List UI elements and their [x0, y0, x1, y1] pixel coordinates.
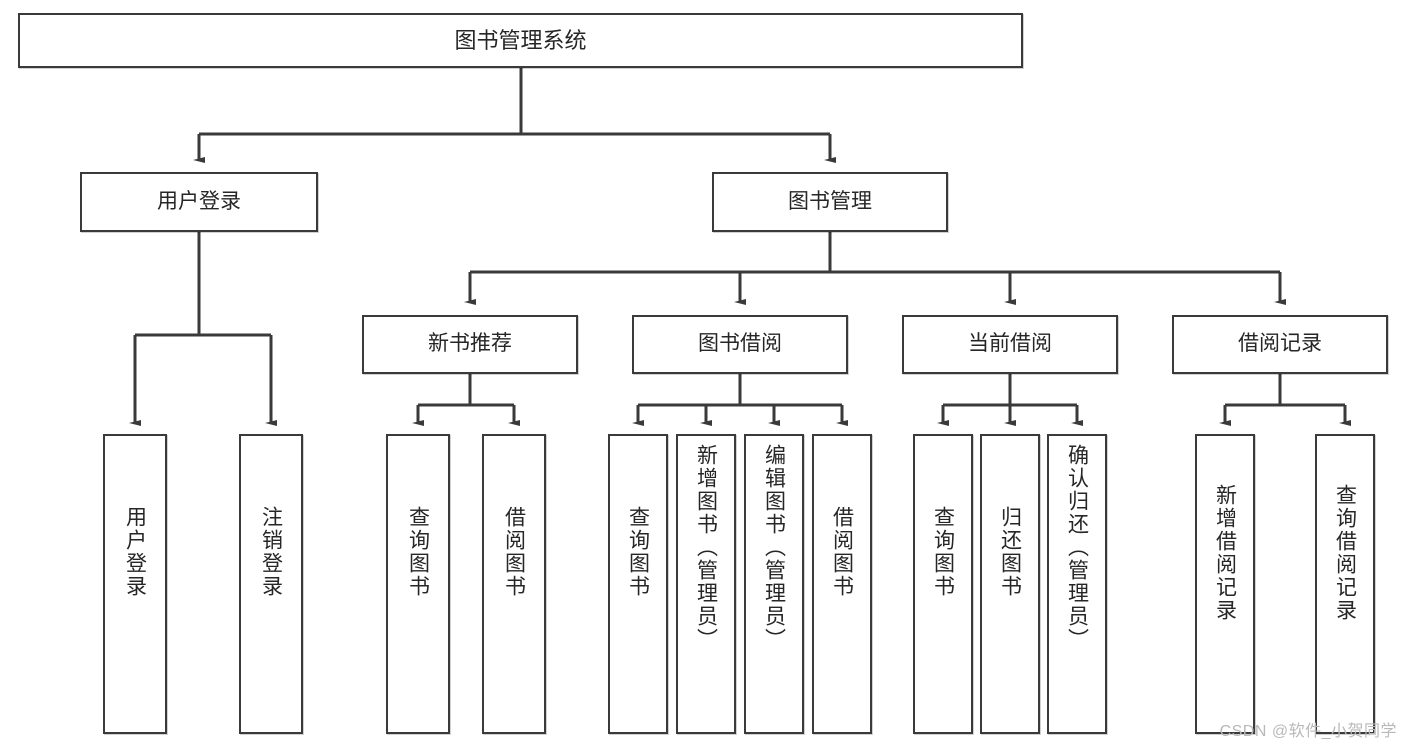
node-leaf-query-book-2[interactable]: 查询图书 [608, 434, 668, 734]
node-label: 借阅图书 [830, 506, 854, 598]
node-label: 用户登录 [123, 506, 147, 598]
node-leaf-add-record[interactable]: 新增借阅记录 [1195, 434, 1255, 734]
node-label: 查询借阅记录 [1333, 484, 1357, 622]
node-label: 新书推荐 [428, 332, 512, 356]
node-leaf-query-record[interactable]: 查询借阅记录 [1315, 434, 1375, 734]
node-current-borrow[interactable]: 当前借阅 [902, 315, 1118, 374]
node-label: 用户登录 [157, 189, 241, 213]
node-leaf-query-book-3[interactable]: 查询图书 [913, 434, 973, 734]
node-book-management-system[interactable]: 图书管理系统 [18, 13, 1023, 68]
node-leaf-logout-login[interactable]: 注销登录 [239, 434, 303, 734]
node-label: 查询图书 [931, 506, 955, 598]
node-leaf-return-book[interactable]: 归还图书 [980, 434, 1040, 734]
node-label: 借阅图书 [502, 506, 526, 598]
node-leaf-user-login[interactable]: 用户登录 [103, 434, 167, 734]
node-label: 新增图书（管理员） [694, 444, 718, 651]
node-leaf-borrow-book-2[interactable]: 借阅图书 [812, 434, 872, 734]
node-label: 查询图书 [626, 506, 650, 598]
node-label: 编辑图书（管理员） [762, 444, 786, 651]
node-leaf-borrow-book-1[interactable]: 借阅图书 [482, 434, 546, 734]
node-label: 归还图书 [998, 506, 1022, 598]
node-leaf-add-book[interactable]: 新增图书（管理员） [676, 434, 736, 734]
node-leaf-edit-book[interactable]: 编辑图书（管理员） [744, 434, 804, 734]
node-leaf-confirm-return[interactable]: 确认归还（管理员） [1047, 434, 1107, 734]
node-book-borrow[interactable]: 图书借阅 [632, 315, 848, 374]
node-label: 图书管理 [788, 189, 872, 213]
node-label: 当前借阅 [968, 332, 1052, 356]
node-label: 图书借阅 [698, 332, 782, 356]
node-new-book-recommend[interactable]: 新书推荐 [362, 315, 578, 374]
node-label: 新增借阅记录 [1213, 484, 1237, 622]
node-borrow-record[interactable]: 借阅记录 [1172, 315, 1388, 374]
node-label: 借阅记录 [1238, 332, 1322, 356]
node-book-management[interactable]: 图书管理 [712, 172, 948, 232]
node-label: 确认归还（管理员） [1065, 444, 1089, 651]
node-user-login[interactable]: 用户登录 [80, 172, 318, 232]
node-label: 注销登录 [259, 506, 283, 598]
node-label: 查询图书 [406, 506, 430, 598]
node-leaf-query-book-1[interactable]: 查询图书 [386, 434, 450, 734]
node-label: 图书管理系统 [454, 27, 587, 53]
watermark: CSDN @软件_小贺同学 [1219, 723, 1397, 740]
